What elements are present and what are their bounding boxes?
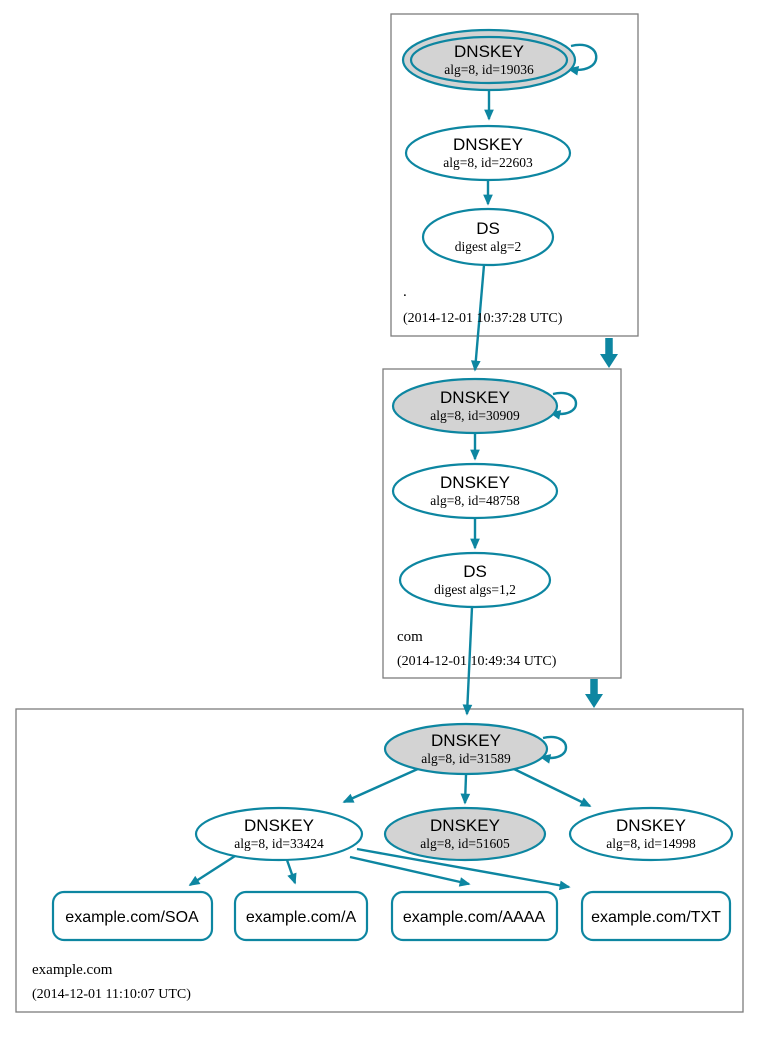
node-dnskey-19036: DNSKEY alg=8, id=19036 — [401, 28, 577, 92]
node-subtitle: alg=8, id=31589 — [421, 751, 511, 766]
node-subtitle: alg=8, id=33424 — [234, 836, 324, 851]
dnskey-22603-ellipse — [404, 124, 572, 182]
ds-root-ellipse — [421, 207, 555, 267]
zone-example-com-box — [15, 708, 744, 1013]
node-title: DNSKEY — [440, 388, 510, 407]
node-dnskey-51605: DNSKEY alg=8, id=51605 — [383, 806, 547, 862]
node-title: DNSKEY — [616, 816, 686, 835]
node-subtitle: alg=8, id=14998 — [606, 836, 696, 851]
zone-root-timestamp: (2014-12-01 10:37:28 UTC) — [403, 311, 563, 326]
zone-example-com-timestamp: (2014-12-01 11:10:07 UTC) — [32, 987, 191, 1002]
rrset-example-com-soa: example.com/SOA — [51, 890, 214, 942]
zone-com-timestamp: (2014-12-01 10:49:34 UTC) — [397, 654, 557, 669]
node-subtitle: alg=8, id=22603 — [443, 155, 533, 170]
edge-dnskey-33424-to-txt — [356, 847, 571, 891]
node-subtitle: digest alg=2 — [455, 239, 521, 254]
rrset-example-com-txt: example.com/TXT — [580, 890, 732, 942]
node-dnskey-14998: DNSKEY alg=8, id=14998 — [568, 806, 734, 862]
rrset-aaaa-box — [390, 890, 559, 942]
zone-example-com-name: example.com — [32, 962, 113, 978]
dnskey-33424-ellipse — [194, 806, 364, 862]
node-title: DS — [476, 219, 500, 238]
ds-com-ellipse — [398, 551, 552, 609]
dnskey-14998-ellipse — [568, 806, 734, 862]
rrset-label: example.com/SOA — [65, 909, 199, 926]
node-dnskey-22603: DNSKEY alg=8, id=22603 — [404, 124, 572, 182]
rrset-txt-box — [580, 890, 732, 942]
node-dnskey-48758: DNSKEY alg=8, id=48758 — [391, 462, 559, 520]
rrset-label: example.com/A — [246, 909, 357, 926]
edge-zone-com-to-example-arrowhead — [585, 694, 603, 708]
edge-zone-root-to-com-arrowhead — [600, 354, 618, 368]
node-subtitle: alg=8, id=51605 — [420, 836, 510, 851]
node-subtitle: alg=8, id=48758 — [430, 493, 520, 508]
node-title: DNSKEY — [440, 473, 510, 492]
node-title: DNSKEY — [431, 731, 501, 750]
edges — [188, 43, 618, 891]
edge-dnskey-19036-self-loop — [567, 43, 598, 76]
rrset-label: example.com/TXT — [591, 909, 721, 926]
dnskey-19036-outer-ellipse — [401, 28, 577, 92]
dnskey-30909-ellipse — [391, 377, 559, 435]
rrset-example-com-a: example.com/A — [233, 890, 369, 942]
node-title: DNSKEY — [244, 816, 314, 835]
node-subtitle: alg=8, id=19036 — [444, 62, 534, 77]
node-dnskey-33424: DNSKEY alg=8, id=33424 — [194, 806, 364, 862]
edge-dnskey-33424-to-soa — [188, 854, 236, 887]
edge-dnskey-31589-to-51605 — [460, 774, 471, 805]
rrset-example-com-aaaa: example.com/AAAA — [390, 890, 559, 942]
node-title: DNSKEY — [430, 816, 500, 835]
dnskey-19036-inner-ellipse — [409, 35, 569, 85]
edge-ds-root-to-dnskey-30909 — [470, 264, 486, 372]
edge-dnskey-31589-to-14998 — [513, 767, 592, 808]
node-dnskey-31589: DNSKEY alg=8, id=31589 — [383, 722, 549, 776]
node-title: DS — [463, 562, 487, 581]
node-subtitle: alg=8, id=30909 — [430, 408, 520, 423]
edge-dnskey-31589-to-33424 — [342, 766, 421, 804]
rrset-label: example.com/AAAA — [403, 909, 546, 926]
node-ds-root: DS digest alg=2 — [421, 207, 555, 267]
rrset-a-box — [233, 890, 369, 942]
node-ds-com: DS digest algs=1,2 — [398, 551, 552, 609]
zone-com-name: com — [397, 629, 423, 645]
edge-dnskey-31589-self-loop — [539, 735, 568, 764]
dnskey-48758-ellipse — [391, 462, 559, 520]
node-title: DNSKEY — [453, 135, 523, 154]
edge-ds-com-to-dnskey-31589 — [462, 606, 474, 716]
node-subtitle: digest algs=1,2 — [434, 582, 516, 597]
edge-dnskey-33424-to-a — [285, 859, 297, 885]
node-title: DNSKEY — [454, 42, 524, 61]
rrset-soa-box — [51, 890, 214, 942]
node-dnskey-30909: DNSKEY alg=8, id=30909 — [391, 377, 559, 435]
dnskey-51605-ellipse — [383, 806, 547, 862]
edge-dnskey-30909-self-loop — [549, 391, 578, 420]
dnskey-31589-ellipse — [383, 722, 549, 776]
zone-root-name: . — [403, 284, 407, 300]
edge-dnskey-33424-to-aaaa — [349, 855, 471, 887]
